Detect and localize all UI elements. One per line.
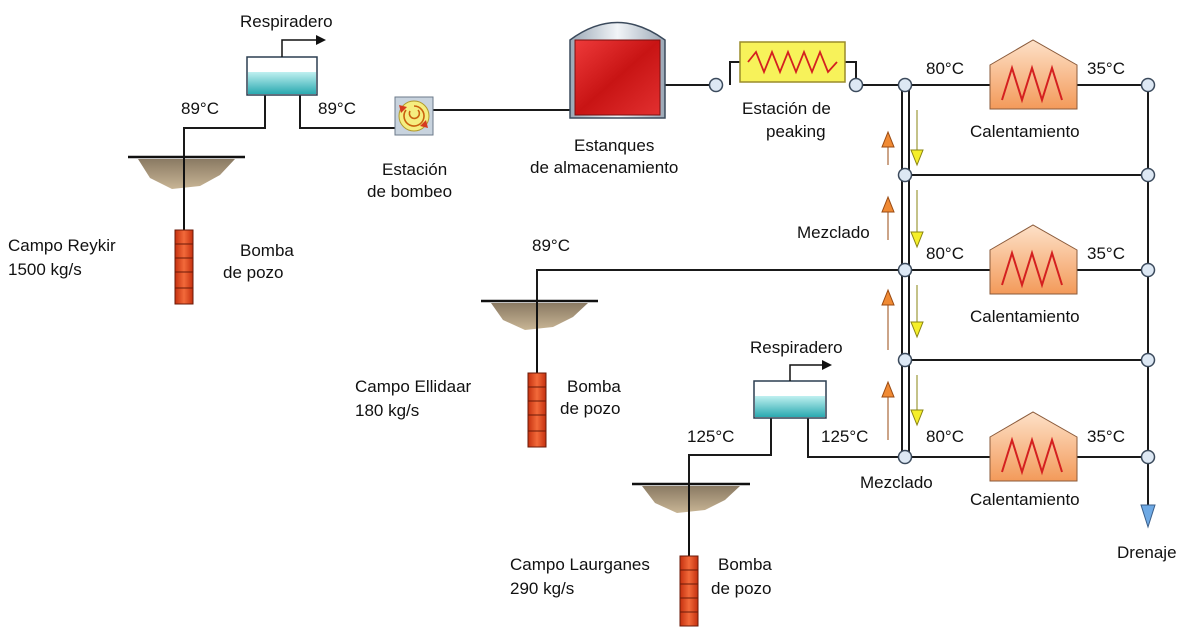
mixing-flow-arrows xyxy=(881,110,924,440)
temp-label: 89°C xyxy=(532,236,570,255)
well-pump-reykir-icon xyxy=(174,157,194,305)
storage-tank-icon xyxy=(569,21,666,119)
pump-station-label: de bombeo xyxy=(367,182,452,201)
ground-reykir-icon xyxy=(128,155,245,189)
temp-label: 35°C xyxy=(1087,244,1125,263)
well-pump-label: Bomba xyxy=(718,555,772,574)
field-flow: 290 kg/s xyxy=(510,579,574,598)
ground-laurganes-icon xyxy=(632,482,750,513)
temp-label: 35°C xyxy=(1087,427,1125,446)
well-pump-label: de pozo xyxy=(223,263,284,282)
field-name: Campo Laurganes xyxy=(510,555,650,574)
well-pump-label: Bomba xyxy=(240,241,294,260)
peaking-label: peaking xyxy=(766,122,826,141)
temp-label: 89°C xyxy=(181,99,219,118)
temp-label: 125°C xyxy=(821,427,868,446)
temp-label: 35°C xyxy=(1087,59,1125,78)
well-pump-label: de pozo xyxy=(711,579,772,598)
heating-label: Calentamiento xyxy=(970,490,1080,509)
heated-building-icon xyxy=(989,411,1078,482)
pipe-junctions xyxy=(708,77,1156,465)
storage-label: de almacenamiento xyxy=(530,158,678,177)
vent-label: Respiradero xyxy=(750,338,843,357)
well-pump-label: de pozo xyxy=(560,399,621,418)
field-name: Campo Ellidaar xyxy=(355,377,472,396)
temp-label: 80°C xyxy=(926,59,964,78)
heated-building-icon xyxy=(989,39,1078,110)
well-pump-ellidaar-icon xyxy=(527,301,547,448)
vent-laurganes: Respiradero xyxy=(750,338,843,419)
field-flow: 1500 kg/s xyxy=(8,260,82,279)
heating-label: Calentamiento xyxy=(970,122,1080,141)
heating-label: Calentamiento xyxy=(970,307,1080,326)
vent-reykir: Respiradero xyxy=(240,12,333,96)
temp-label: 80°C xyxy=(926,427,964,446)
pump-station-icon xyxy=(394,96,434,136)
temp-label: 80°C xyxy=(926,244,964,263)
heated-building-icon xyxy=(989,224,1078,295)
mixing-label: Mezclado xyxy=(797,223,870,242)
drain-arrow-icon xyxy=(1140,504,1156,529)
drain-label: Drenaje xyxy=(1117,543,1177,562)
peaking-heater-icon xyxy=(739,41,846,83)
pump-station-label: Estación xyxy=(382,160,447,179)
mixing-label: Mezclado xyxy=(860,473,933,492)
peaking-label: Estación de xyxy=(742,99,831,118)
well-pump-label: Bomba xyxy=(567,377,621,396)
vent-label: Respiradero xyxy=(240,12,333,31)
field-name: Campo Reykir xyxy=(8,236,116,255)
well-pump-laurganes-icon xyxy=(679,484,699,627)
ground-ellidaar-icon xyxy=(481,299,598,330)
field-flow: 180 kg/s xyxy=(355,401,419,420)
temp-label: 125°C xyxy=(687,427,734,446)
storage-label: Estanques xyxy=(574,136,654,155)
temp-label: 89°C xyxy=(318,99,356,118)
